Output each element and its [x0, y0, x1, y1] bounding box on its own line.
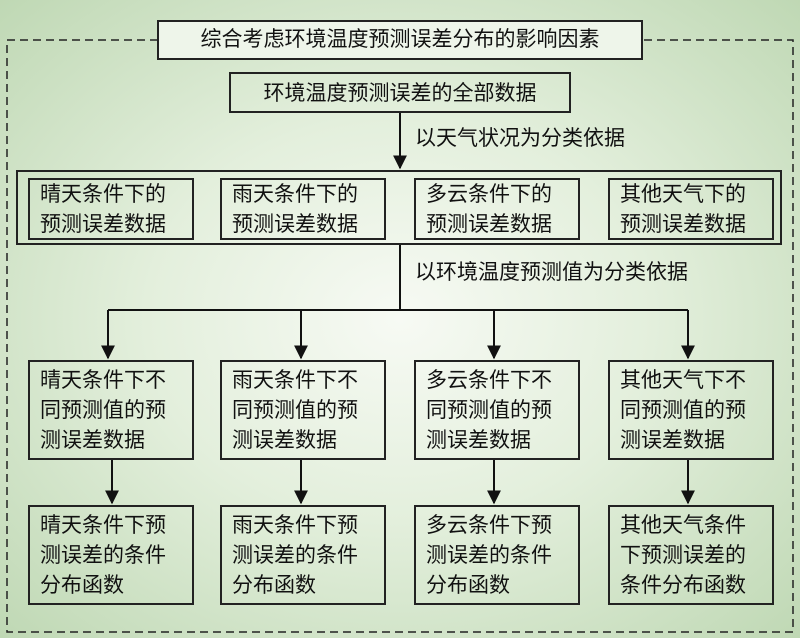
edge-label-temperature: 以环境温度预测值为分类依据 — [415, 260, 688, 284]
l2-cloudy: 多云条件下不 同预测值的预 测误差数据 — [414, 360, 580, 460]
l3-sunny: 晴天条件下预 测误差的条件 分布函数 — [28, 505, 194, 605]
l2-rainy: 雨天条件下不 同预测值的预 测误差数据 — [220, 360, 386, 460]
l2-sunny: 晴天条件下不 同预测值的预 测误差数据 — [28, 360, 194, 460]
l3-other: 其他天气条件 下预测误差的 条件分布函数 — [608, 505, 774, 605]
l3-rainy: 雨天条件下预 测误差的条件 分布函数 — [220, 505, 386, 605]
l1-sunny: 晴天条件下的 预测误差数据 — [28, 178, 194, 240]
l2-other: 其他天气下不 同预测值的预 测误差数据 — [608, 360, 774, 460]
l3-cloudy: 多云条件下预 测误差的条件 分布函数 — [414, 505, 580, 605]
l1-rainy: 雨天条件下的 预测误差数据 — [220, 178, 386, 240]
weather-group-container — [16, 170, 782, 245]
diagram-title: 综合考虑环境温度预测误差分布的影响因素 — [157, 20, 643, 60]
root-node: 环境温度预测误差的全部数据 — [229, 72, 571, 113]
l1-cloudy: 多云条件下的 预测误差数据 — [414, 178, 580, 240]
edge-label-weather: 以天气状况为分类依据 — [415, 126, 625, 150]
l1-other: 其他天气下的 预测误差数据 — [608, 178, 774, 240]
